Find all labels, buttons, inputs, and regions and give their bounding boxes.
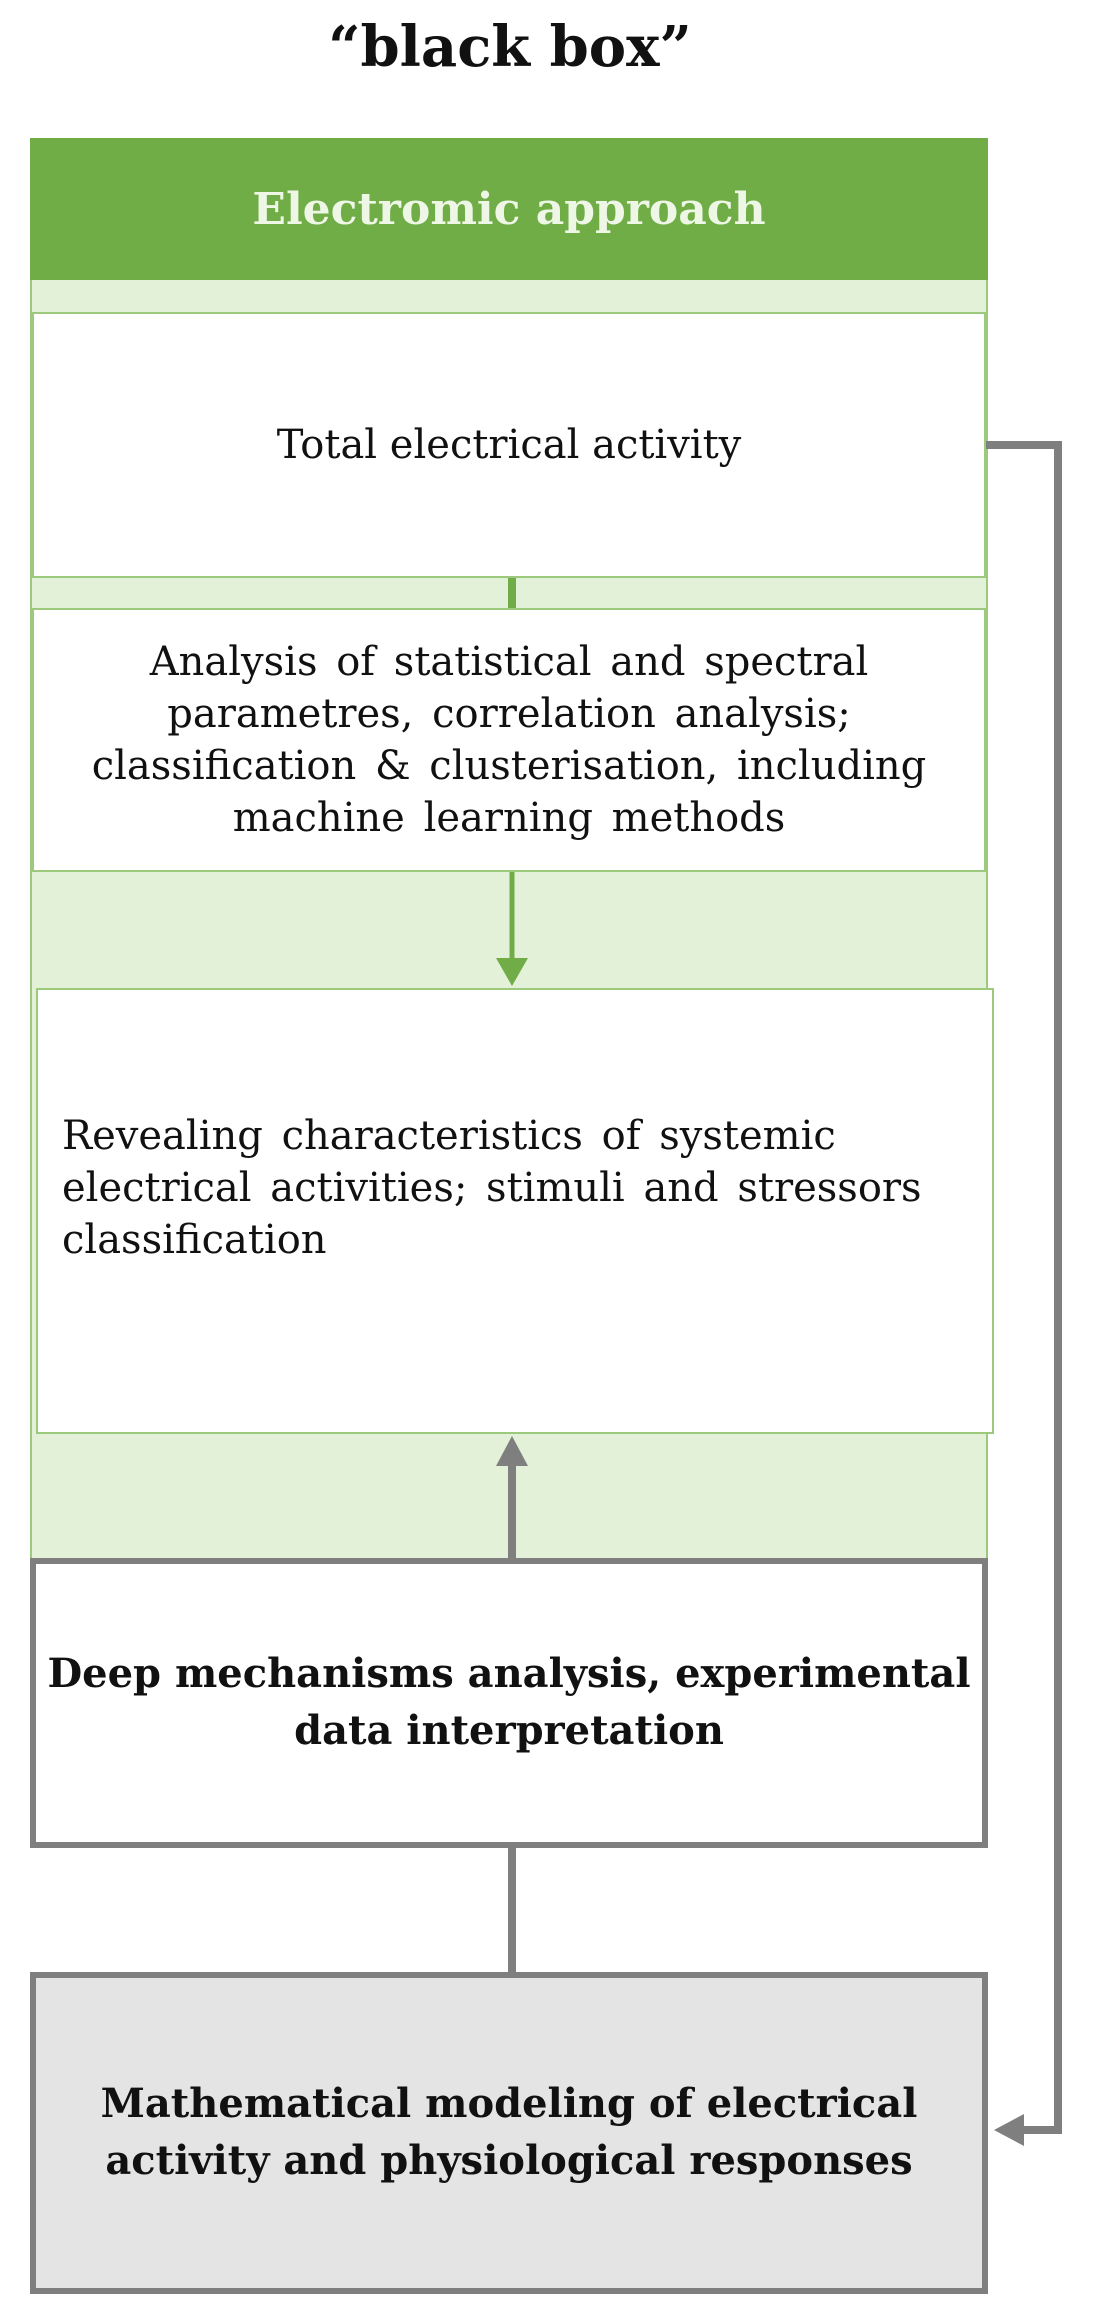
feedback-loop-line bbox=[986, 441, 1062, 2134]
step-revealing-text: Revealing characteristics of systemic el… bbox=[62, 1113, 922, 1263]
arrow-step2-to-step3-head bbox=[496, 958, 528, 986]
step-analysis-text: Analysis of statistical and spectral par… bbox=[91, 639, 927, 841]
step-math-modeling-text: Mathematical modeling of electrical acti… bbox=[100, 2080, 918, 2184]
step-total-activity-text: Total electrical activity bbox=[276, 422, 742, 468]
arrow-step4-to-step3-head bbox=[496, 1436, 528, 1466]
step-deep-mechanisms-text: Deep mechanisms analysis, experimental d… bbox=[47, 1650, 971, 1754]
panel-header: Electromic approach bbox=[30, 138, 988, 280]
diagram-title: “black box” bbox=[328, 14, 692, 80]
step-revealing: Revealing characteristics of systemic el… bbox=[36, 988, 994, 1434]
step-analysis: Analysis of statistical and spectral par… bbox=[32, 608, 986, 872]
step-deep-mechanisms: Deep mechanisms analysis, experimental d… bbox=[30, 1558, 988, 1848]
feedback-loop-arrowhead bbox=[994, 2114, 1024, 2146]
step-math-modeling: Mathematical modeling of electrical acti… bbox=[30, 1972, 988, 2294]
step-total-activity: Total electrical activity bbox=[32, 312, 986, 578]
